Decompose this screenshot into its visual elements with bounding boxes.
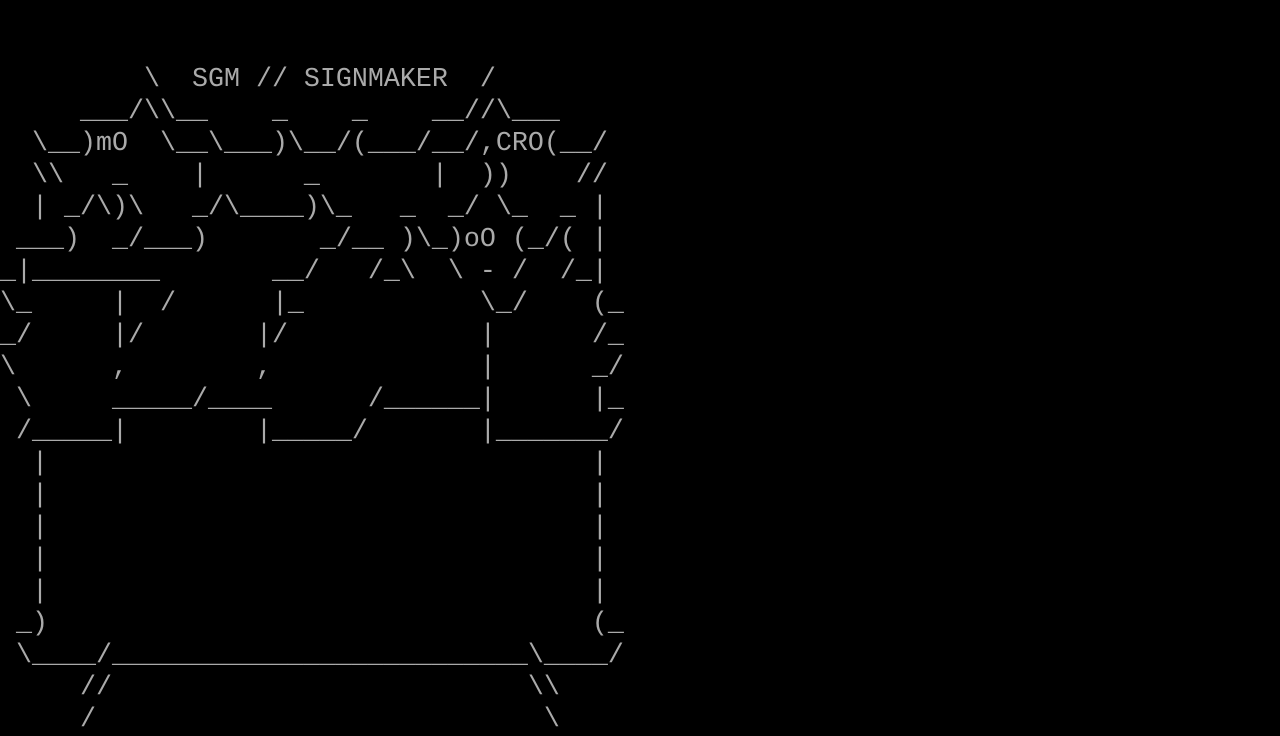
ascii-art-line: \____/__________________________\____/ (0, 641, 624, 671)
ascii-art-line: ___/\\__ _ _ __//\___ (0, 97, 560, 127)
ascii-art-line: / \ (0, 705, 560, 735)
ascii-art-line: ___) _/___) _/__ )\_)oO (_/( | (0, 225, 608, 255)
ascii-art-line: /_____| |_____/ |_______/ (0, 417, 624, 447)
ascii-art-line: \ , , | _/ (0, 353, 624, 383)
ascii-art-line: _) (_ (0, 609, 624, 639)
ascii-art-line: _/ |/ |/ | /_ (0, 321, 624, 351)
terminal-line (0, 0, 1280, 32)
ascii-art-line: \ _____/____ /______| |_ (0, 385, 624, 415)
ascii-art-line: | | (0, 513, 608, 543)
ascii-art-line: | _/\)\ _/\____)\_ _ _/ \_ _ | (0, 193, 608, 223)
ascii-art-line: _|________ __/ /_\ \ - / /_| (0, 257, 608, 287)
ascii-art-line: \_ | / |_ \_/ (_ (0, 289, 624, 319)
ascii-art-line: | | (0, 481, 608, 511)
ascii-art-title-line: \ SGM // SIGNMAKER / (0, 65, 496, 95)
ascii-art-line: | | (0, 545, 608, 575)
ascii-art-line: \\ _ | _ | )) // (0, 161, 608, 191)
ascii-art-line: // \\ (0, 673, 560, 703)
ascii-art-line: | | (0, 449, 608, 479)
ascii-art-line: \__)mO \__\___)\__/(___/__/,CRO(__/ (0, 129, 608, 159)
terminal-line (0, 32, 1280, 64)
ascii-art-line: | | (0, 577, 608, 607)
